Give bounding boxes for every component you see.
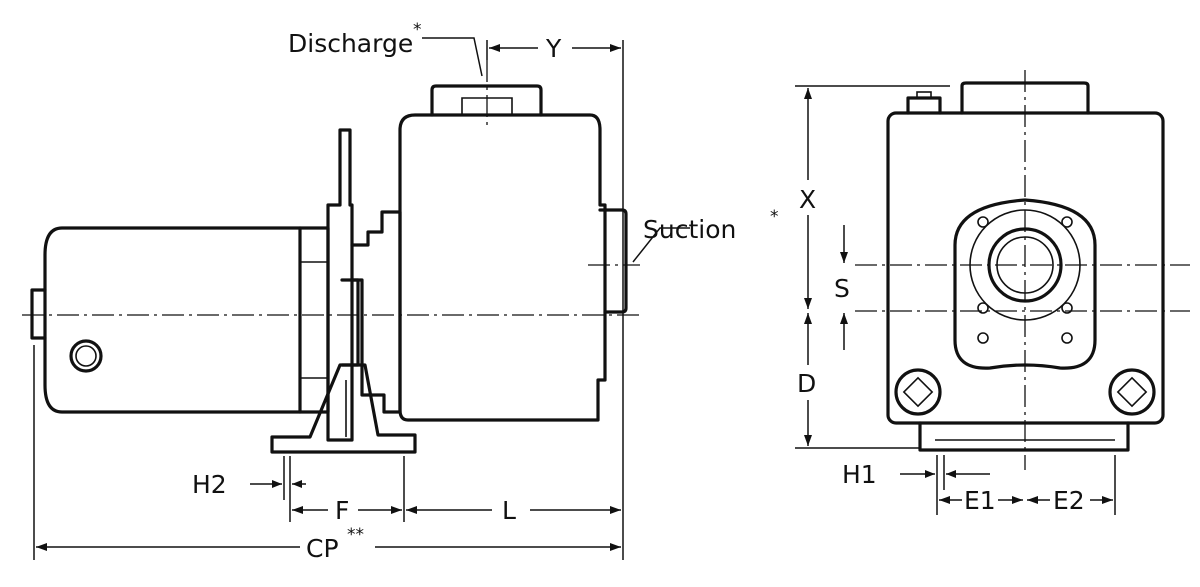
h2-label: H2 [192, 470, 227, 499]
discharge-asterisk: * [413, 20, 422, 40]
bolt-hole [1061, 332, 1073, 344]
arrowhead [272, 480, 282, 488]
suction-asterisk: * [770, 207, 779, 227]
discharge-boss [430, 84, 543, 117]
f-label: F [335, 496, 349, 525]
arrowhead [939, 496, 950, 504]
motor-body [43, 226, 302, 414]
arrowhead [1027, 496, 1038, 504]
motor-junction-circle [69, 339, 103, 373]
l-label: L [502, 496, 516, 525]
motor-junction-inner-circle [75, 345, 97, 367]
cp-label: CP [306, 534, 339, 563]
arrowhead [925, 470, 935, 478]
foot-bracket [270, 363, 417, 454]
bolt-hole [977, 216, 989, 228]
drain-plug-left-square [902, 376, 934, 408]
arrowhead [840, 252, 848, 263]
arrowhead [391, 506, 402, 514]
arrowhead [804, 313, 812, 324]
h1-label: H1 [842, 460, 877, 489]
cp-asterisks: ** [347, 525, 364, 545]
arrowhead [610, 506, 621, 514]
x-label: X [799, 185, 816, 214]
arrowhead [804, 88, 812, 99]
discharge-label: Discharge [288, 29, 413, 58]
bolt-hole [977, 302, 989, 314]
arrowhead [840, 313, 848, 324]
motor-shaft-stub [30, 288, 47, 340]
bolt-hole [1061, 216, 1073, 228]
y-label: Y [545, 34, 562, 63]
d-label: D [797, 369, 816, 398]
drain-plug-right [1108, 368, 1156, 416]
adapter-flange-plate [326, 128, 354, 442]
e1-label: E1 [964, 486, 996, 515]
arrowhead [489, 44, 500, 52]
arrowhead [292, 480, 302, 488]
bolt-hole [1061, 302, 1073, 314]
suction-label: Suction [643, 215, 736, 244]
dimensions [33, 37, 1116, 560]
arrowhead [804, 435, 812, 446]
arrowhead [804, 298, 812, 309]
s-label: S [834, 274, 850, 303]
side-view [22, 60, 640, 454]
motor-front-collar [298, 226, 330, 414]
arrowhead [1012, 496, 1023, 504]
arrowhead [1102, 496, 1113, 504]
suction-flange-plate [953, 198, 1097, 370]
front-base [918, 421, 1130, 452]
bolt-hole [977, 332, 989, 344]
pump-casing [398, 113, 607, 422]
arrowhead [946, 470, 956, 478]
shaft-seal [340, 278, 360, 367]
drain-plug-left [894, 368, 942, 416]
e2-label: E2 [1053, 486, 1085, 515]
labels: Discharge * Suction * Y X S D H2 F L CP … [192, 20, 1085, 563]
priming-plug-cap [916, 91, 932, 99]
drain-plug-right-square [1116, 376, 1148, 408]
priming-plug [906, 96, 942, 115]
arrowhead [610, 543, 621, 551]
front-view [855, 70, 1190, 470]
suction-leader [632, 227, 690, 263]
arrowhead [292, 506, 303, 514]
arrowhead [36, 543, 47, 551]
arrowhead [610, 44, 621, 52]
arrowhead [406, 506, 417, 514]
discharge-leader [422, 37, 483, 77]
